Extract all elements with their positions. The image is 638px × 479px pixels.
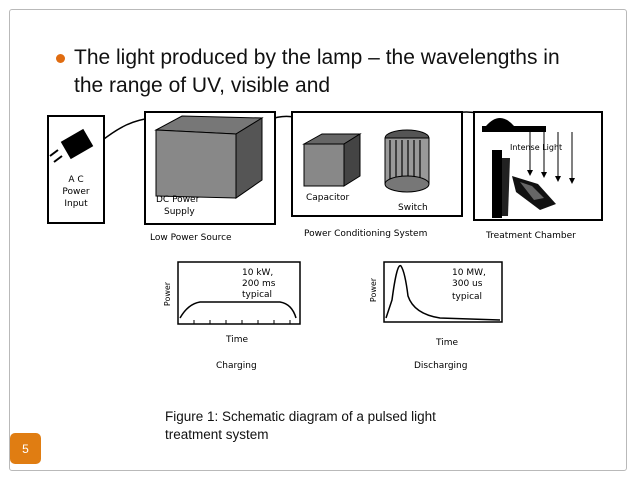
bullet-text: The light produced by the lamp – the wav… [74,46,560,97]
page-number-badge: 5 [10,433,41,464]
slide-frame [9,9,627,471]
bullet-dot-icon [56,54,65,63]
figure-caption: Figure 1: Schematic diagram of a pulsed … [165,409,436,442]
